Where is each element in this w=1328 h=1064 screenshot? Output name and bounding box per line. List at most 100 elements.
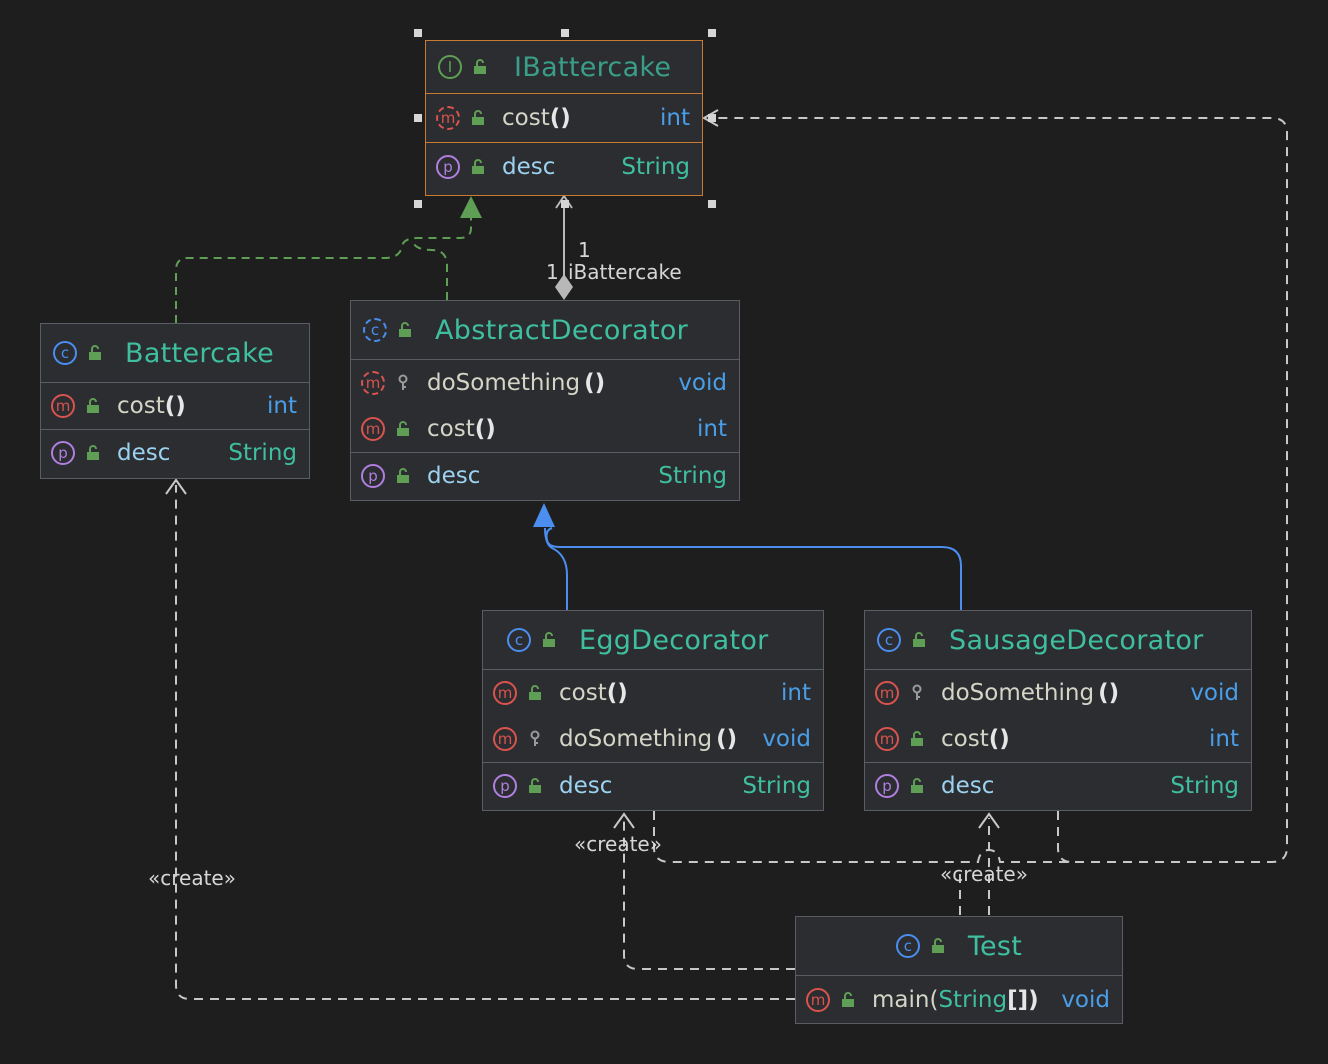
method-icon: m bbox=[493, 681, 517, 705]
public-visibility-icon bbox=[393, 466, 413, 486]
interface-icon: I bbox=[438, 55, 462, 79]
property-icon: p bbox=[51, 441, 75, 465]
method-icon: m bbox=[806, 988, 830, 1012]
generalization-arrowhead bbox=[533, 503, 555, 527]
method-name: cost() bbox=[427, 416, 496, 442]
edge-sausagedecorator-extends-abstractdecorator[interactable] bbox=[545, 527, 962, 610]
method-row[interactable]: m cost() int bbox=[483, 670, 823, 716]
class-header: c SausageDecorator bbox=[865, 611, 1251, 670]
composition-diamond bbox=[555, 274, 573, 300]
public-visibility-icon bbox=[539, 630, 559, 650]
public-visibility-icon bbox=[85, 343, 105, 363]
edge-test-creates-battercake[interactable] bbox=[175, 485, 795, 1000]
methods-section: m doSomething() void m cost() int bbox=[865, 670, 1251, 763]
property-icon: p bbox=[493, 774, 517, 798]
method-row[interactable]: m doSomething() void bbox=[865, 670, 1251, 716]
public-visibility-icon bbox=[838, 990, 858, 1010]
method-icon: m bbox=[493, 727, 517, 751]
method-row[interactable]: m cost() int bbox=[351, 406, 739, 452]
create-eggdecorator-label: «create» bbox=[574, 832, 662, 856]
public-visibility-icon bbox=[393, 419, 413, 439]
generalization-edges[interactable] bbox=[544, 527, 962, 610]
selection-handle-top-right[interactable] bbox=[708, 29, 716, 37]
method-name: cost() bbox=[559, 680, 628, 706]
method-name: cost() bbox=[117, 393, 186, 419]
return-type: void bbox=[1061, 987, 1110, 1013]
composition-source-multiplicity: 1 bbox=[546, 260, 559, 284]
class-node-abstractdecorator[interactable]: c AbstractDecorator m doSomething() void… bbox=[350, 300, 740, 501]
field-name: desc bbox=[559, 773, 613, 799]
selection-handle-bottom-left[interactable] bbox=[414, 200, 422, 208]
protected-visibility-icon bbox=[393, 373, 413, 393]
property-icon: p bbox=[436, 155, 460, 179]
field-type: String bbox=[742, 773, 811, 799]
selection-handle-bottom-right[interactable] bbox=[708, 200, 716, 208]
edge-eggdecorator-extends-abstractdecorator[interactable] bbox=[544, 527, 568, 610]
method-row[interactable]: m cost() int bbox=[41, 383, 309, 429]
fields-section: p desc String bbox=[426, 143, 702, 191]
method-row[interactable]: m doSomething() void bbox=[483, 716, 823, 762]
dependency-edges[interactable] bbox=[175, 117, 1288, 1000]
protected-visibility-icon bbox=[907, 683, 927, 703]
selection-handle-top-left[interactable] bbox=[414, 29, 422, 37]
method-icon: m bbox=[51, 394, 75, 418]
selection-handle-middle-right[interactable] bbox=[708, 114, 716, 122]
method-row[interactable]: m cost() int bbox=[865, 716, 1251, 762]
return-type: int bbox=[1209, 726, 1239, 752]
return-type: void bbox=[1190, 680, 1239, 706]
class-header: c AbstractDecorator bbox=[351, 301, 739, 360]
public-visibility-icon bbox=[468, 108, 488, 128]
field-name: desc bbox=[117, 440, 171, 466]
methods-section: m doSomething() void m cost() int bbox=[351, 360, 739, 453]
methods-section: m main(String[]) void bbox=[796, 976, 1122, 1024]
field-row[interactable]: p desc String bbox=[351, 453, 739, 499]
class-node-sausagedecorator[interactable]: c SausageDecorator m doSomething() void … bbox=[864, 610, 1252, 811]
selection-handle-middle-left[interactable] bbox=[414, 114, 422, 122]
public-visibility-icon bbox=[928, 936, 948, 956]
method-name: doSomething() bbox=[941, 680, 1120, 706]
edge-abstractdecorator-implements-ibattercake[interactable] bbox=[413, 243, 448, 300]
method-row[interactable]: m doSomething() void bbox=[351, 360, 739, 406]
method-icon: m bbox=[361, 417, 385, 441]
method-icon: m bbox=[875, 727, 899, 751]
return-type: int bbox=[267, 393, 297, 419]
edge-test-creates-sausagedecorator[interactable] bbox=[959, 818, 990, 915]
composition-role-label: iBattercake bbox=[568, 260, 682, 284]
edge-test-creates-eggdecorator[interactable] bbox=[623, 818, 795, 970]
realization-edges[interactable] bbox=[175, 210, 472, 323]
public-visibility-icon bbox=[907, 729, 927, 749]
class-node-eggdecorator[interactable]: c EggDecorator m cost() int m doSomethin… bbox=[482, 610, 824, 811]
class-node-battercake[interactable]: c Battercake m cost() int p desc String bbox=[40, 323, 310, 479]
edge-sausagedecorator-uses-ibattercake[interactable] bbox=[1057, 811, 1073, 863]
field-row[interactable]: p desc String bbox=[426, 143, 702, 191]
field-row[interactable]: p desc String bbox=[865, 763, 1251, 809]
abstract-method-icon: m bbox=[361, 371, 385, 395]
class-icon: c bbox=[877, 628, 901, 652]
field-row[interactable]: p desc String bbox=[41, 430, 309, 476]
return-type: int bbox=[697, 416, 727, 442]
abstract-method-icon: m bbox=[436, 106, 460, 130]
public-visibility-icon bbox=[909, 630, 929, 650]
method-name: doSomething() bbox=[559, 726, 738, 752]
protected-visibility-icon bbox=[525, 729, 545, 749]
return-type: void bbox=[762, 726, 811, 752]
selection-handle-top-center[interactable] bbox=[561, 29, 569, 37]
field-name: desc bbox=[427, 463, 481, 489]
class-icon: c bbox=[53, 341, 77, 365]
field-row[interactable]: p desc String bbox=[483, 763, 823, 809]
public-visibility-icon bbox=[83, 443, 103, 463]
class-node-test[interactable]: c Test m main(String[]) void bbox=[795, 916, 1123, 1024]
class-icon: c bbox=[895, 934, 920, 958]
abstract-class-icon: c bbox=[363, 318, 387, 342]
field-type: String bbox=[658, 463, 727, 489]
selection-handle-bottom-center[interactable] bbox=[561, 200, 569, 208]
realization-arrowhead bbox=[460, 196, 482, 218]
field-type: String bbox=[1170, 773, 1239, 799]
dependency-arrowheads bbox=[165, 109, 1000, 829]
method-row[interactable]: m main(String[]) void bbox=[796, 976, 1122, 1024]
method-name: cost() bbox=[941, 726, 1010, 752]
composition-edge[interactable] bbox=[555, 194, 573, 300]
method-row[interactable]: m cost() int bbox=[426, 94, 702, 142]
class-node-ibattercake[interactable]: I IBattercake m cost() int p desc String bbox=[425, 40, 703, 196]
